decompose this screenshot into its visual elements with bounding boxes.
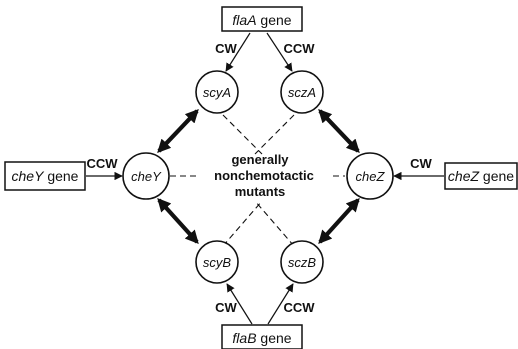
label-cheY-ccw: CCW: [86, 156, 118, 171]
svg-text:flaB gene: flaB gene: [232, 330, 291, 346]
node-cheZ: cheZ: [346, 152, 394, 200]
node-scyB: scyB: [195, 240, 239, 284]
arrow-flaA-scyA: [225, 32, 251, 72]
cheZ-gene-name: cheZ: [448, 168, 480, 184]
node-scyA: scyA: [195, 70, 239, 114]
cheZ-gene-suffix: gene: [479, 168, 514, 184]
node-scyB-label: scyB: [203, 255, 232, 270]
center-text-line2: nonchemotactic: [214, 168, 314, 183]
node-sczA: sczA: [280, 70, 324, 114]
node-sczA-label: sczA: [288, 85, 316, 100]
cheZ-gene-box: cheZ gene: [444, 162, 518, 190]
dash-scyA-center: [222, 114, 263, 155]
arrow-flaA-sczA: [266, 32, 293, 72]
cheY-gene-name: cheY: [12, 168, 46, 184]
node-scyA-label: scyA: [203, 85, 231, 100]
label-cheZ-cw: CW: [410, 156, 432, 171]
node-sczB: sczB: [280, 240, 324, 284]
svg-text:cheZ gene: cheZ gene: [448, 168, 514, 184]
svg-text:cheY gene: cheY gene: [12, 168, 79, 184]
cheY-gene-box: cheY gene: [4, 161, 86, 191]
flaA-gene-suffix: gene: [257, 12, 292, 28]
dash-scyB-center: [222, 200, 263, 247]
node-cheZ-label: cheZ: [356, 169, 386, 184]
arrow-flaB-scyB: [226, 283, 253, 325]
node-cheY-label: cheY: [131, 169, 162, 184]
dash-sczA-center: [254, 114, 295, 155]
thick-arrow-cheZ-sczB: [318, 198, 360, 244]
thick-arrow-sczA-cheZ: [318, 109, 360, 153]
label-flaA-ccw: CCW: [283, 41, 315, 56]
flaB-gene-suffix: gene: [257, 330, 292, 346]
flaB-gene-name: flaB: [232, 330, 256, 346]
label-flaA-cw: CW: [215, 41, 237, 56]
svg-text:flaA gene: flaA gene: [232, 12, 291, 28]
arrow-flaB-sczB: [267, 283, 294, 325]
thick-arrow-scyA-cheY: [157, 109, 199, 153]
flaB-gene-box: flaB gene: [221, 324, 303, 349]
label-flaB-cw: CW: [215, 300, 237, 315]
thick-arrow-cheY-scyB: [157, 198, 199, 244]
label-flaB-ccw: CCW: [283, 300, 315, 315]
center-text-line1: generally: [231, 152, 289, 167]
flaA-gene-box: flaA gene: [221, 6, 303, 32]
center-text-line3: mutants: [235, 184, 286, 199]
node-cheY: cheY: [122, 152, 170, 200]
dash-sczB-center: [254, 200, 295, 247]
flaA-gene-name: flaA: [232, 12, 256, 28]
node-sczB-label: sczB: [288, 255, 317, 270]
cheY-gene-suffix: gene: [43, 168, 78, 184]
